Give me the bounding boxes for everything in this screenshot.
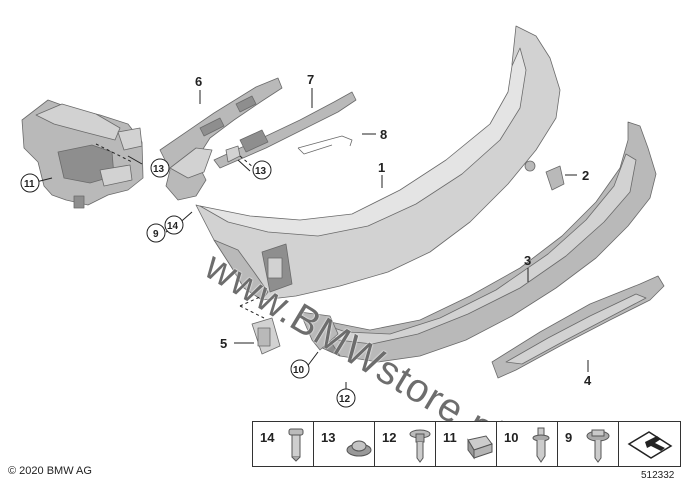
callout-5: 5 [220, 336, 227, 351]
callout-11: 11 [24, 179, 35, 190]
legend-number: 9 [565, 430, 573, 445]
part-6-rear-bracket [159, 77, 283, 201]
callout-4: 4 [584, 373, 592, 388]
screw-with-washer-icon [409, 429, 431, 463]
part-4-grille-insert [491, 275, 665, 379]
callout-leaders [35, 88, 589, 396]
legend-item-10[interactable]: 10 [496, 421, 558, 467]
part-1-bumper-trim-panel [195, 25, 561, 301]
legend-number: 10 [504, 430, 519, 445]
part-5-reflector-holder [251, 317, 281, 355]
legend-item-13[interactable]: 13 [313, 421, 375, 467]
part-2-cover-cap [545, 165, 565, 191]
part-11-side-bracket [21, 99, 144, 209]
pin-clip-icon [288, 428, 304, 462]
callout-10: 10 [293, 365, 305, 376]
clip-nut-icon [467, 435, 493, 460]
part-8-bracket [297, 135, 353, 155]
legend-item-12[interactable]: 12 [374, 421, 436, 467]
callout-7: 7 [307, 72, 314, 87]
legend-item-9[interactable]: 9 [557, 421, 619, 467]
callout-9: 9 [153, 229, 159, 240]
fastener-legend: 14 13 12 11 10 [252, 421, 681, 468]
expanding-rivet-icon [532, 427, 550, 463]
copyright-text: © 2020 BMW AG [8, 465, 92, 477]
hex-collar-screw-icon [586, 429, 610, 463]
callout-8: 8 [380, 127, 387, 142]
legend-number: 12 [382, 430, 397, 445]
legend-item-14[interactable]: 14 [252, 421, 314, 467]
legend-number: 13 [321, 430, 336, 445]
callout-3: 3 [524, 253, 531, 268]
legend-number: 14 [260, 430, 275, 445]
callout-14: 14 [167, 221, 179, 232]
callout-13-left: 13 [153, 164, 165, 175]
diagram-id: 512332 [641, 470, 675, 481]
callout-6: 6 [195, 74, 202, 89]
legend-item-arrow [618, 421, 681, 467]
part-10-corner-trim [299, 311, 339, 351]
part-7-guide-rail [213, 91, 357, 169]
callout-13-right: 13 [255, 166, 267, 177]
legend-item-11[interactable]: 11 [435, 421, 497, 467]
push-nut-icon [346, 440, 372, 457]
legend-number: 11 [443, 430, 457, 445]
callout-2: 2 [582, 168, 589, 183]
callout-12: 12 [339, 394, 351, 405]
callout-1: 1 [378, 160, 385, 175]
arrow-shape-icon [627, 431, 673, 459]
